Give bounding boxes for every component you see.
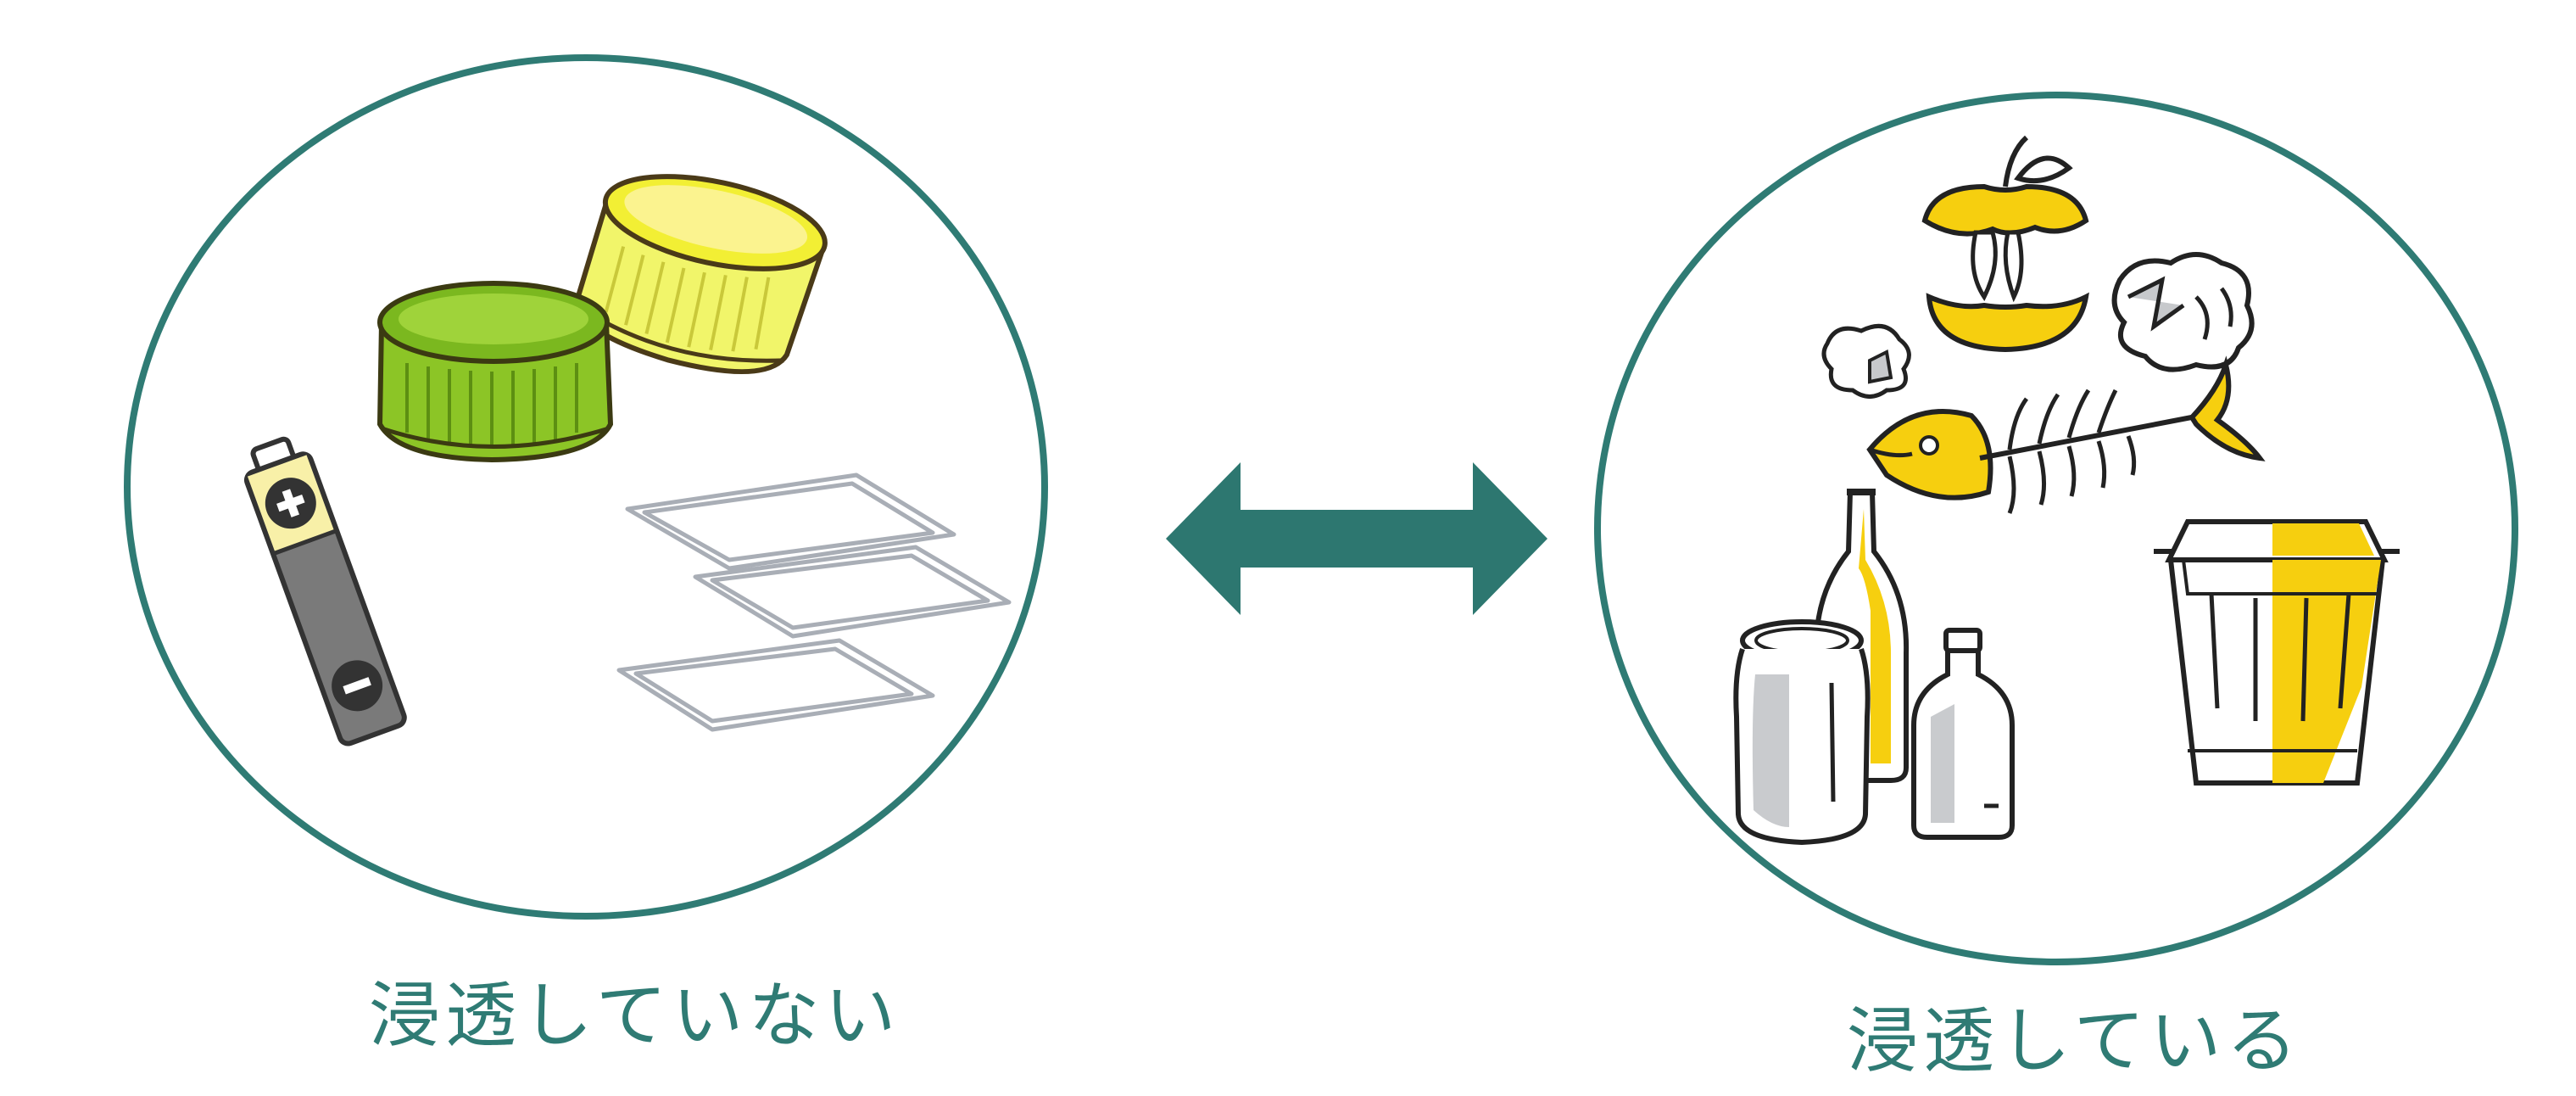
foam-tray-icon	[616, 473, 1012, 732]
apple-core-icon	[1921, 135, 2089, 353]
fish-bone-icon	[1866, 355, 2266, 514]
right-caption: 浸透している	[1847, 999, 2303, 1082]
glass-bottle-small-icon	[1911, 628, 2015, 840]
double-arrow-icon	[1166, 462, 1547, 615]
left-caption: 浸透していない	[369, 974, 901, 1057]
glass-jar-icon	[1733, 619, 1871, 846]
battery-icon	[243, 436, 407, 747]
crumpled-paper-icon	[2111, 252, 2255, 372]
plastic-cup-icon	[2154, 519, 2400, 786]
yellow-bottle-cap-icon	[574, 174, 828, 375]
green-bottle-cap-icon	[376, 281, 614, 463]
crumpled-paper-small-icon	[1821, 323, 1911, 399]
